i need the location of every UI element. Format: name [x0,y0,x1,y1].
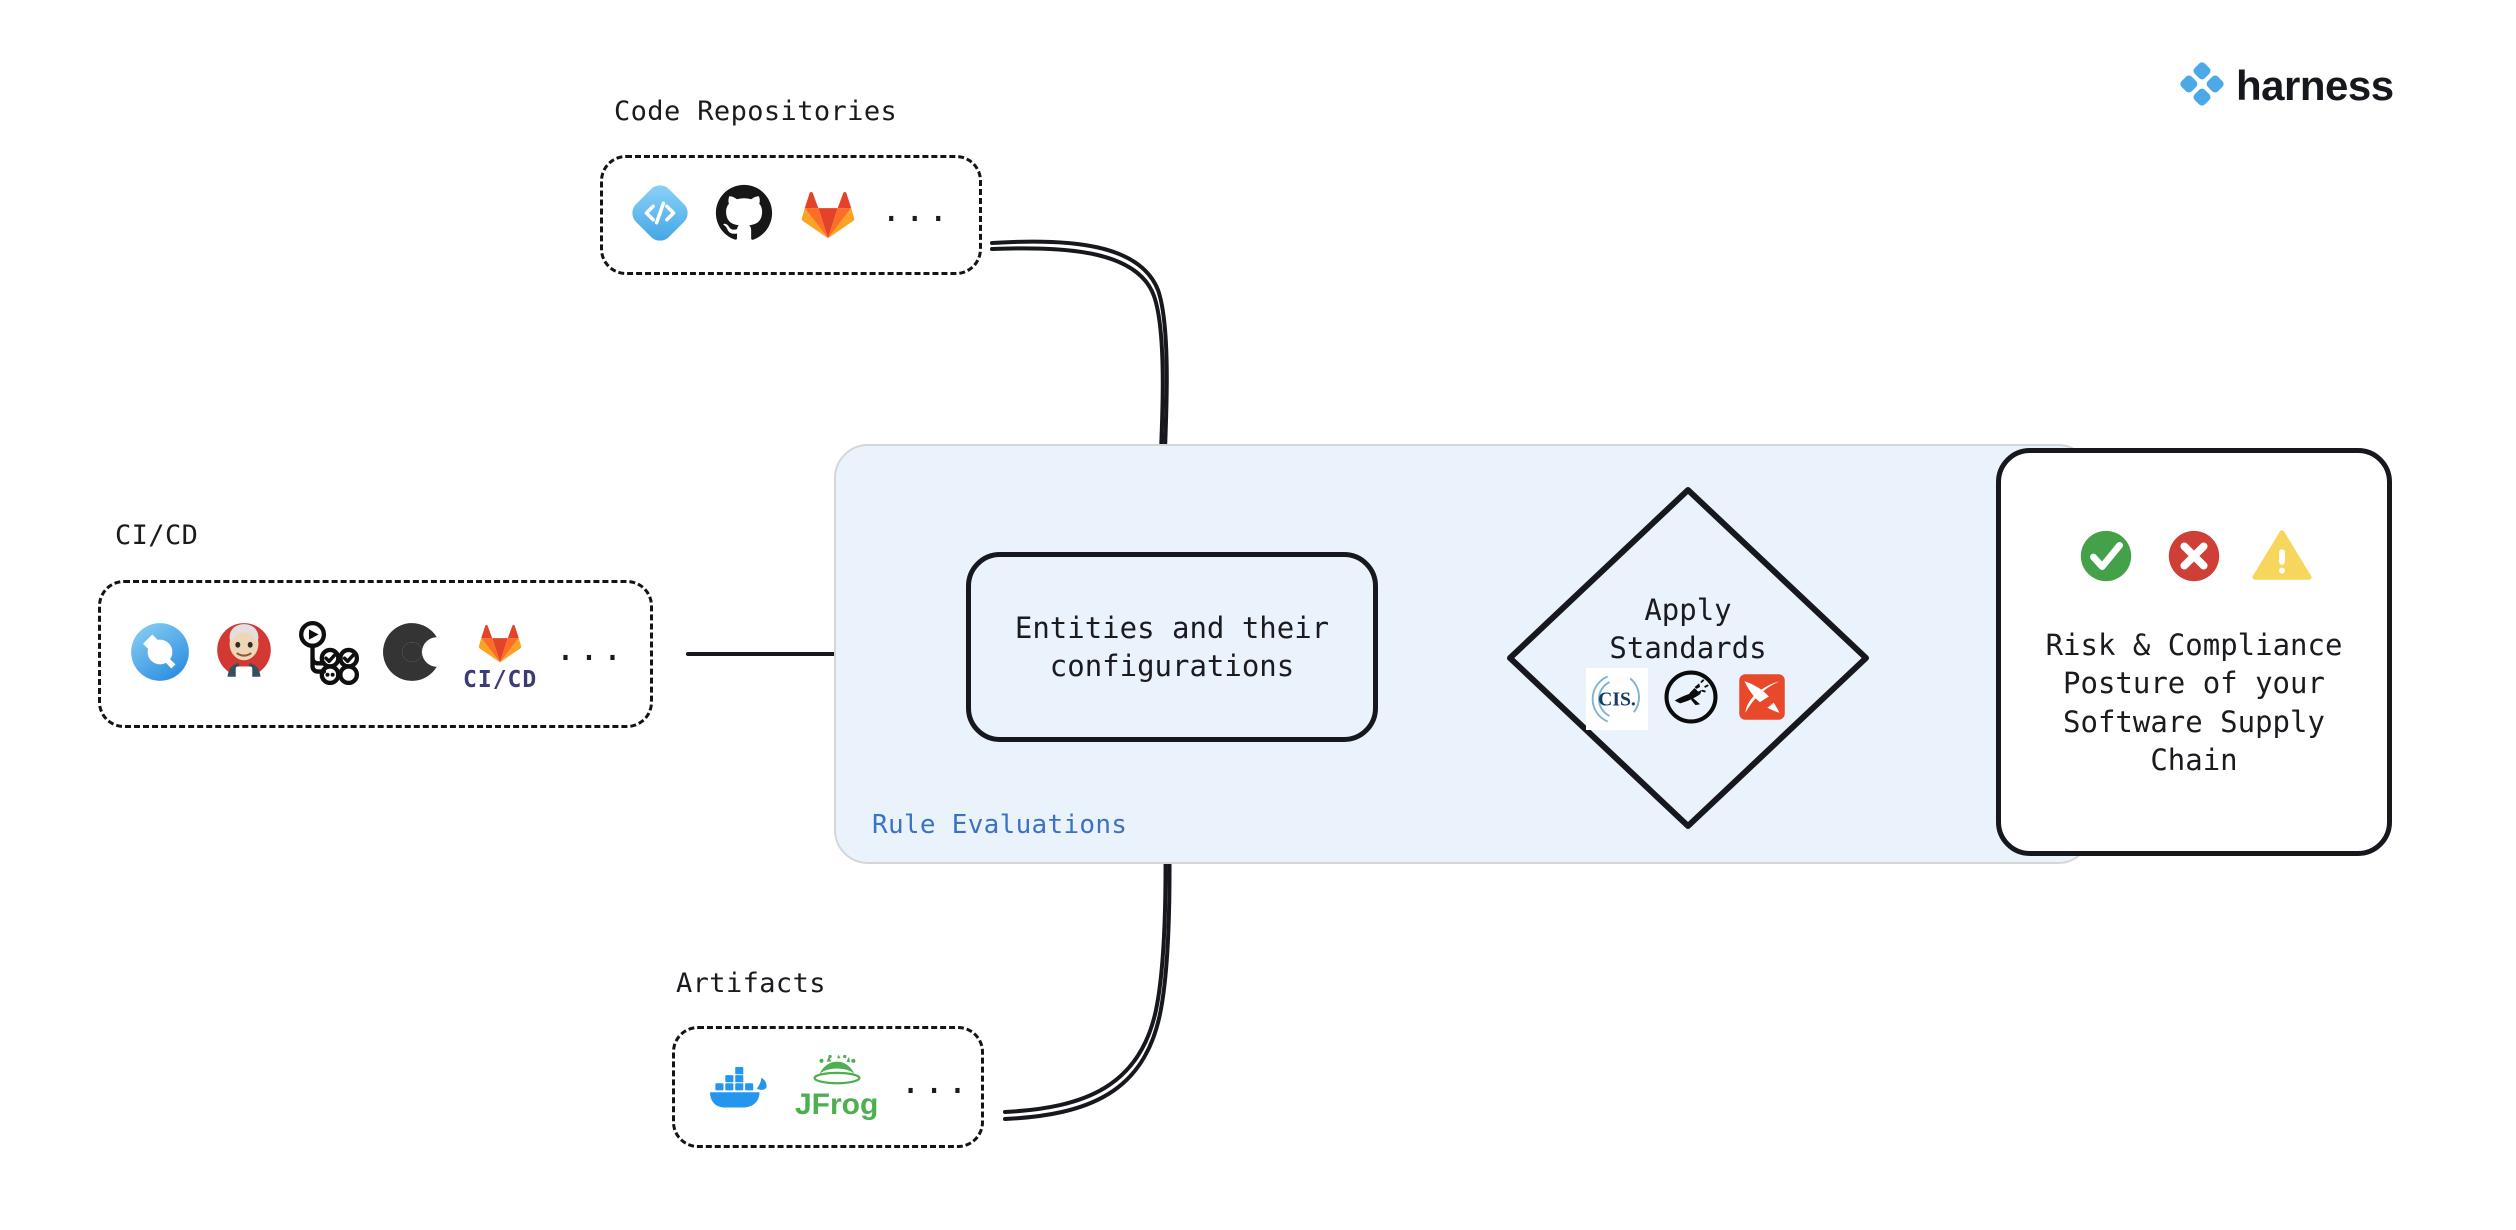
check-circle-icon [2075,525,2137,596]
status-icons [2075,525,2313,596]
cicd-label: CI/CD [115,520,199,551]
rule-evaluations-label: Rule Evaluations [872,810,1128,840]
artifacts-icons: JFrog ... [675,1054,997,1120]
outcome-line-2: Posture of your [2063,666,2325,701]
code-repositories-label: Code Repositories [614,96,898,127]
slsa-icon[interactable] [1734,669,1790,729]
apply-standards-node[interactable]: Apply Standards CIS. [1498,480,1878,836]
code-repositories-icons: ... [603,182,977,248]
harness-wordmark: harness [2236,62,2394,109]
rule-evaluations-panel [834,444,2092,864]
cicd-more[interactable]: ... [555,629,626,669]
entities-line-1: Entities and their [1014,610,1330,645]
harness-code-icon[interactable] [629,182,691,248]
jfrog-text: JFrog [795,1088,879,1121]
standards-logos: CIS. [1498,668,1878,730]
outcome-node[interactable]: Risk & Compliance Posture of your Softwa… [1996,448,2392,856]
jenkins-icon[interactable] [211,619,277,689]
code-repositories-group[interactable]: ... [600,155,982,275]
harness-logo-icon [2180,62,2224,110]
apply-standards-line-1: Apply [1644,593,1732,627]
cis-icon[interactable]: CIS. [1586,668,1648,730]
circleci-icon[interactable] [379,619,445,689]
github-icon[interactable] [713,182,775,248]
entities-node[interactable]: Entities and their configurations [966,552,1378,742]
outcome-line-4: Chain [2150,742,2238,777]
jfrog-icon[interactable]: JFrog [795,1054,878,1120]
cicd-icons: CI/CD ... [101,617,652,692]
github-actions-icon[interactable] [295,619,361,689]
artifacts-label: Artifacts [676,968,826,999]
code-repositories-more[interactable]: ... [881,190,952,230]
gitlab-cicd-text: CI/CD [463,666,538,693]
cicd-group[interactable]: CI/CD ... [98,580,653,728]
svg-text:CIS.: CIS. [1598,689,1636,711]
outcome-line-1: Risk & Compliance [2045,628,2343,663]
harness-icon[interactable] [127,619,193,689]
diamond-shape [1507,487,1869,829]
warning-triangle-icon [2251,525,2313,596]
artifacts-more[interactable]: ... [900,1062,971,1102]
outcome-line-3: Software Supply [2063,704,2325,739]
gitlab-cicd-icon[interactable]: CI/CD [463,617,537,692]
apply-standards-line-2: Standards [1609,630,1767,665]
error-circle-icon [2163,525,2225,596]
openssf-icon[interactable] [1662,668,1720,730]
harness-brand: harness [2180,62,2394,110]
gitlab-icon[interactable] [797,182,859,248]
entities-line-2: configurations [1049,649,1295,683]
docker-icon[interactable] [701,1054,773,1120]
artifacts-group[interactable]: JFrog ... [672,1026,984,1148]
